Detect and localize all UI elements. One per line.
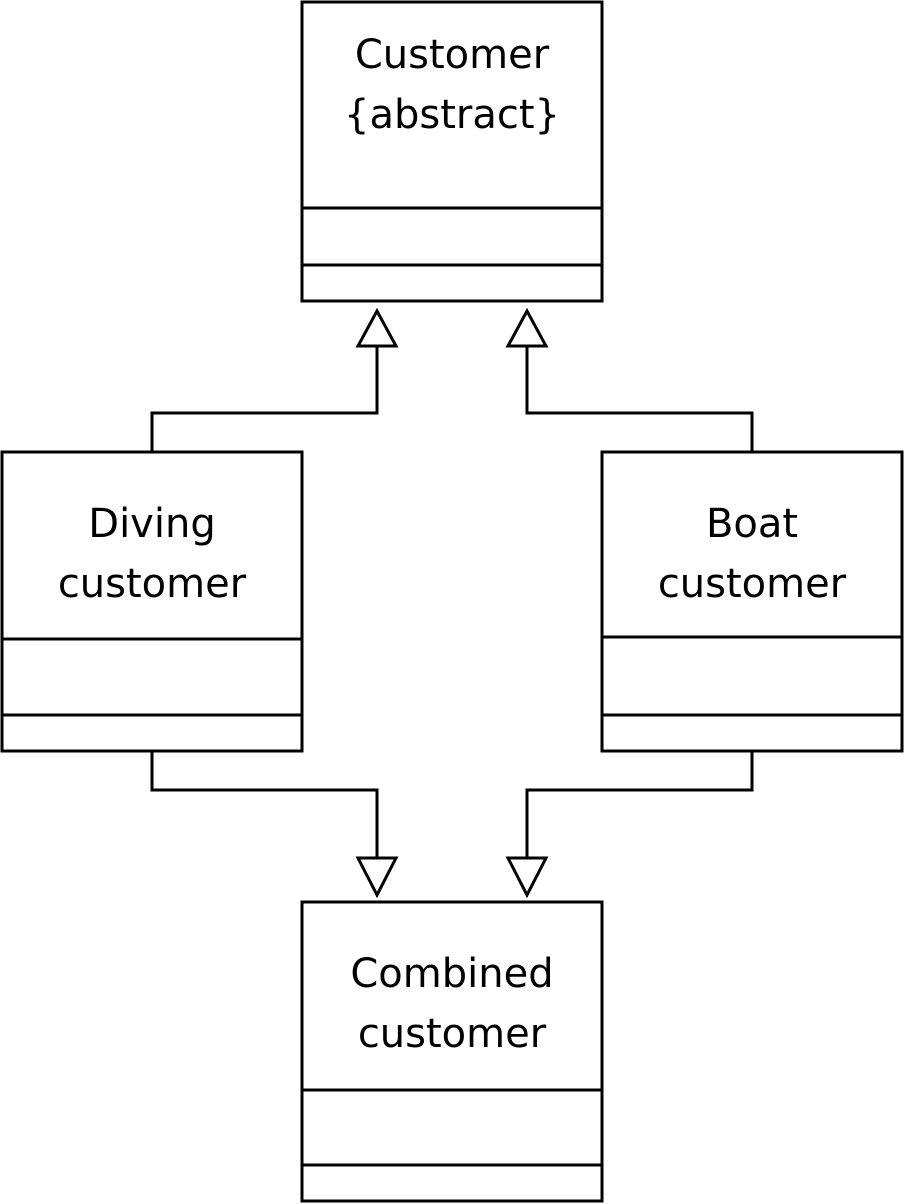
connector-diving-to-customer — [150, 346, 379, 452]
class-diving-customer-name-line1: Diving — [88, 501, 215, 547]
generalization-diving-to-customer — [150, 307, 399, 452]
generalization-diving-to-combined — [150, 751, 399, 899]
hollow-triangle-arrowhead — [355, 307, 399, 348]
class-boat-customer-name-line2: customer — [658, 561, 847, 607]
hollow-triangle-arrowhead — [505, 856, 549, 899]
class-customer-name: Customer — [355, 32, 550, 78]
connector-boat-to-customer — [525, 346, 754, 452]
class-combined-customer-name-line1: Combined — [350, 951, 553, 997]
class-customer-stereotype: {abstract} — [344, 92, 560, 138]
class-customer: Customer {abstract} — [300, 0, 604, 303]
class-combined-customer: Combined customer — [300, 900, 604, 1203]
class-boat-customer: Boat customer — [600, 450, 904, 753]
connector-diving-to-combined — [150, 751, 379, 858]
generalization-boat-to-combined — [505, 751, 754, 899]
connector-boat-to-combined — [525, 751, 754, 858]
class-combined-customer-name-line2: customer — [358, 1011, 547, 1057]
class-diving-customer: Diving customer — [0, 450, 304, 753]
class-boat-customer-box — [600, 450, 904, 753]
class-boat-customer-name-line1: Boat — [706, 501, 798, 547]
hollow-triangle-arrowhead — [355, 856, 399, 899]
class-diving-customer-name-line2: customer — [58, 561, 247, 607]
hollow-triangle-arrowhead — [505, 307, 549, 348]
class-combined-customer-box — [300, 900, 604, 1203]
generalization-boat-to-customer — [505, 307, 754, 452]
class-customer-box — [300, 0, 604, 303]
